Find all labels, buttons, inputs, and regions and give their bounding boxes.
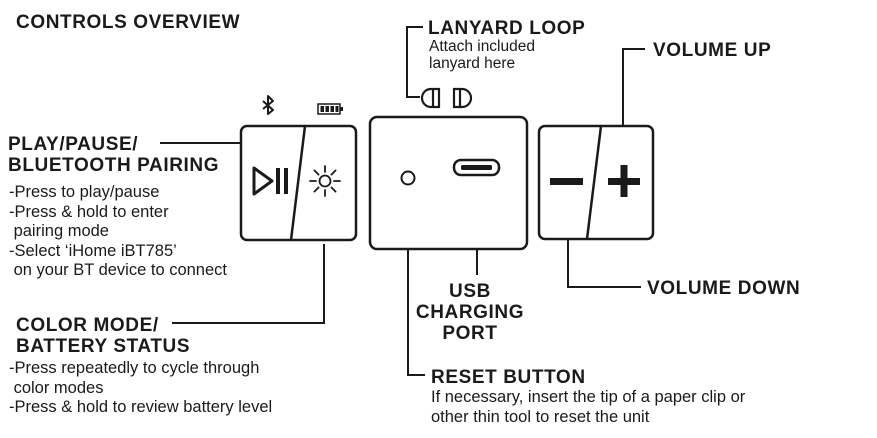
sun-icon[interactable] [309,165,341,197]
color-mode-desc-line: color modes [9,378,104,397]
lanyard-leader-line [406,26,423,98]
reset-heading: RESET BUTTON [431,367,586,388]
lanyard-description: Attach included lanyard here [429,38,535,72]
color-mode-heading: COLOR MODE/ BATTERY STATUS [16,315,190,357]
play-pause-heading-line1: PLAY/PAUSE/ [8,134,139,155]
color-mode-leader-line [172,244,325,324]
play-pause-description: -Press to play/pause -Press & hold to en… [9,183,227,281]
reset-desc-line: If necessary, insert the tip of a paper … [431,388,746,406]
reset-button-hole[interactable] [400,170,416,186]
bluetooth-icon [262,95,274,115]
usb-heading-line: PORT [442,323,498,344]
reset-description: If necessary, insert the tip of a paper … [431,388,745,427]
usb-port[interactable] [452,158,501,177]
battery-icon [317,103,343,115]
plus-icon[interactable] [608,165,640,197]
play-pause-desc-line: -Press to play/pause [9,183,160,201]
color-mode-description: -Press repeatedly to cycle through color… [9,359,272,418]
lanyard-desc-line: lanyard here [429,55,516,72]
play-pause-icon[interactable] [252,166,288,196]
volume-up-heading: VOLUME UP [653,40,772,61]
play-pause-heading-line2: BLUETOOTH PAIRING [8,155,220,176]
color-mode-heading-line2: BATTERY STATUS [16,336,191,357]
usb-heading-line: CHARGING [415,302,525,323]
play-pause-desc-line: -Press & hold to enter [9,202,169,221]
volume-up-leader-line [622,48,645,126]
volume-button[interactable] [537,124,655,241]
lanyard-heading: LANYARD LOOP [428,18,586,39]
usb-heading: USB CHARGING PORT [410,281,530,344]
play-pause-heading: PLAY/PAUSE/ BLUETOOTH PAIRING [8,134,219,176]
reset-desc-line: other thin tool to reset the unit [431,407,650,426]
minus-icon[interactable] [550,178,583,185]
play-pause-desc-line: pairing mode [9,222,109,240]
play-color-button[interactable] [239,124,358,242]
color-mode-heading-line1: COLOR MODE/ [16,315,159,336]
volume-down-heading: VOLUME DOWN [647,278,801,299]
color-mode-desc-line: -Press repeatedly to cycle through [9,359,260,377]
page-title: CONTROLS OVERVIEW [16,12,241,33]
usb-heading-line: USB [449,281,491,302]
lanyard-desc-line: Attach included [429,38,535,55]
lanyard-loop-icon [420,87,473,109]
volume-down-leader-line [567,238,641,288]
port-panel [368,115,529,251]
reset-leader-line [407,192,425,376]
play-pause-desc-line: -Select ‘iHome iBT785’ [9,241,177,260]
color-mode-desc-line: -Press & hold to review battery level [9,398,273,416]
play-pause-desc-line: on your BT device to connect [9,261,227,279]
